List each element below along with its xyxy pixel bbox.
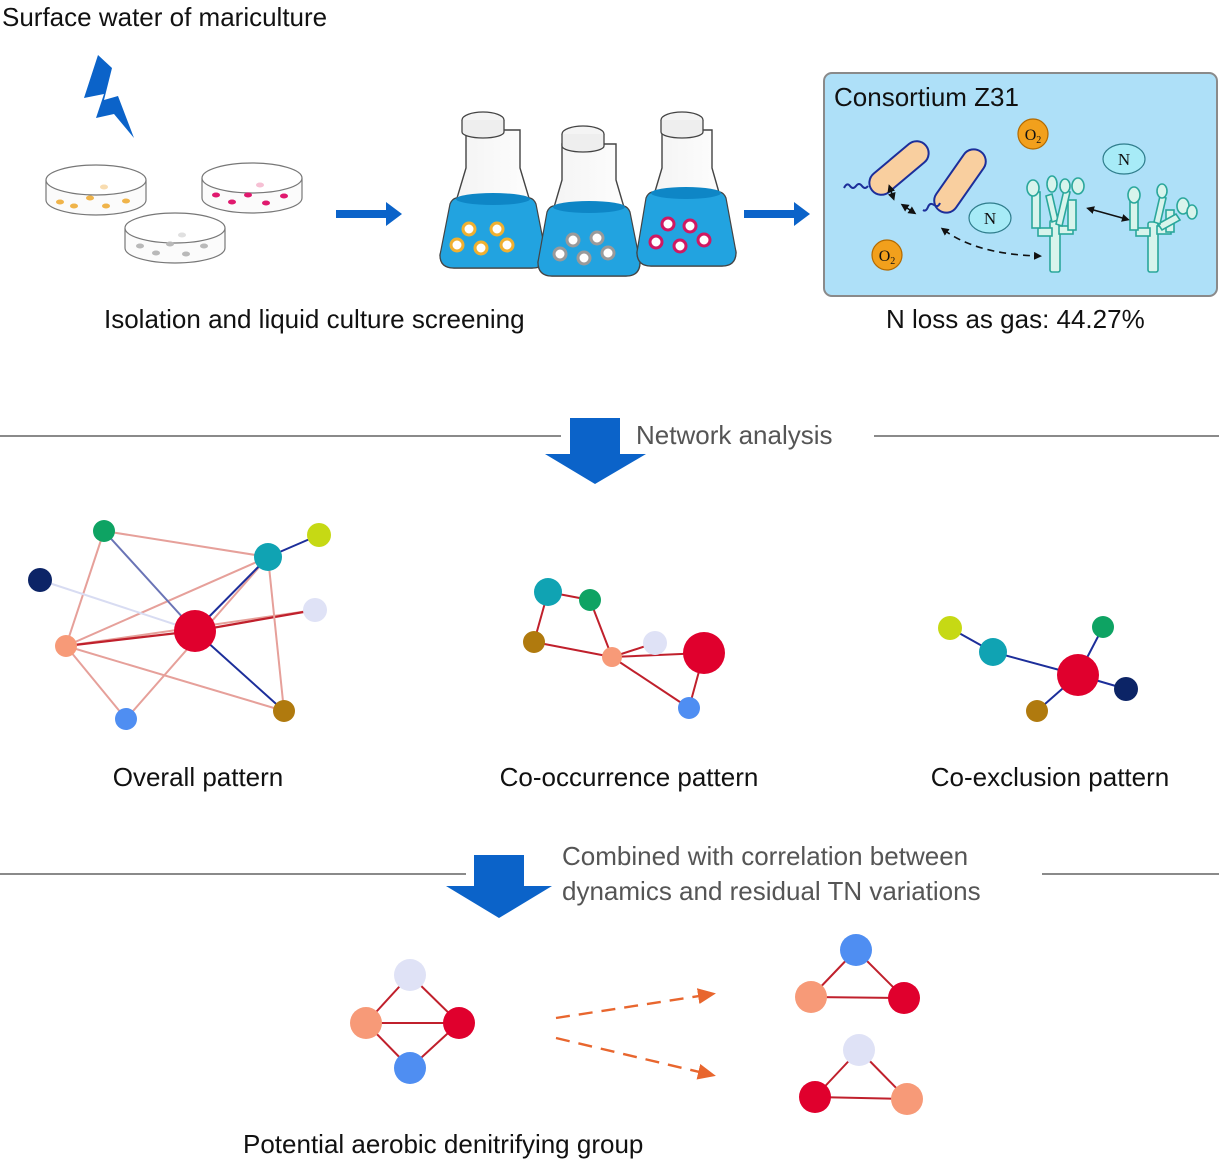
nitrogen-badge: N <box>1102 143 1146 175</box>
network-node <box>891 1083 923 1115</box>
network-node <box>678 697 700 719</box>
network-node <box>1114 677 1138 701</box>
network-node <box>579 589 601 611</box>
flask-white-colonies <box>537 125 641 277</box>
isolation-label: Isolation and liquid culture screening <box>104 304 525 334</box>
coexclusion-network-edges <box>949 626 1127 712</box>
bacterium-rod-icon <box>843 140 930 196</box>
network-node <box>1026 700 1048 722</box>
network-node <box>28 568 52 592</box>
oxygen-badge: O2 <box>871 239 903 271</box>
petri-dish-pink <box>201 162 303 214</box>
overall-network-nodes <box>28 520 331 730</box>
network-node <box>1057 654 1099 696</box>
network-node <box>1092 616 1114 638</box>
network-node <box>523 631 545 653</box>
group-label: Potential aerobic denitrifying group <box>243 1129 644 1159</box>
consortium-title: Consortium Z31 <box>834 82 1019 112</box>
network-node <box>843 1034 875 1066</box>
divider-line <box>0 435 1219 875</box>
arrow-down-icon <box>446 855 552 918</box>
svg-text:N: N <box>984 209 996 228</box>
consortium-box <box>823 72 1218 297</box>
network-analysis-label: Network analysis <box>636 420 833 450</box>
network-node <box>683 632 725 674</box>
subgroup-network-1 <box>795 934 920 1014</box>
interaction-arrows <box>887 184 1130 260</box>
cooccurrence-network-nodes <box>523 578 725 719</box>
coexclusion-pattern-label: Co-exclusion pattern <box>930 762 1170 792</box>
network-node <box>443 1007 475 1039</box>
flask-yellow-colonies <box>439 111 547 269</box>
network-node <box>303 598 327 622</box>
petri-dish-yellow <box>45 164 147 216</box>
network-node <box>273 700 295 722</box>
network-node <box>938 616 962 640</box>
overall-network-edges <box>39 530 320 720</box>
source-label: Surface water of mariculture <box>2 2 328 32</box>
bacterium-rod-icon <box>922 148 987 214</box>
arrow-right-icon <box>336 202 402 226</box>
overall-pattern-label: Overall pattern <box>112 762 284 792</box>
network-node <box>888 982 920 1014</box>
network-node <box>307 523 331 547</box>
network-node <box>174 610 216 652</box>
n-loss-label: N loss as gas: 44.27% <box>886 304 1145 334</box>
network-node <box>799 1081 831 1113</box>
network-node <box>394 1052 426 1084</box>
combined-label-line1: Combined with correlation between <box>562 841 969 871</box>
network-node <box>602 647 622 667</box>
network-node <box>115 708 137 730</box>
network-node <box>534 578 562 606</box>
network-node <box>55 635 77 657</box>
network-node <box>394 959 426 991</box>
subgroup-network-2 <box>799 1034 923 1115</box>
petri-dish-grey <box>124 212 226 264</box>
network-node <box>979 638 1007 666</box>
arrow-right-icon <box>744 202 810 226</box>
oxygen-badge: O2 <box>1017 118 1049 150</box>
network-node <box>93 520 115 542</box>
arrow-down-icon <box>545 418 646 484</box>
flask-pink-colonies <box>636 111 737 267</box>
dashed-arrow-icon <box>555 988 716 1080</box>
svg-text:O2: O2 <box>1025 127 1042 146</box>
coexclusion-network-nodes <box>938 616 1138 722</box>
network-node <box>254 543 282 571</box>
fungus-icon <box>1026 175 1085 273</box>
cooccurrence-pattern-label: Co-occurrence pattern <box>499 762 759 792</box>
combined-label-line2: dynamics and residual TN variations <box>562 876 981 906</box>
svg-text:O2: O2 <box>879 248 896 267</box>
svg-text:N: N <box>1118 150 1130 169</box>
fungus-icon <box>1127 183 1198 273</box>
network-node <box>643 631 667 655</box>
network-node <box>840 934 872 966</box>
group-network-nodes <box>350 959 475 1084</box>
network-node <box>795 981 827 1013</box>
network-node <box>350 1007 382 1039</box>
nitrogen-badge: N <box>968 202 1012 234</box>
lightning-bolt-icon <box>84 55 134 138</box>
